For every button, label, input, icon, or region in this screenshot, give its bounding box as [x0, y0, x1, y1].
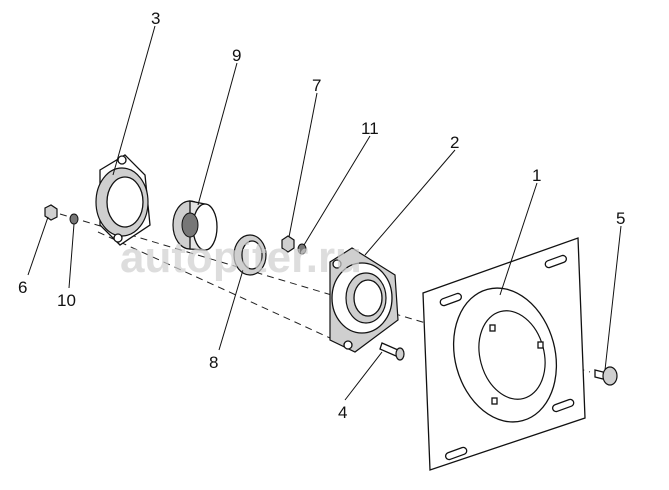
callout-5: 5	[616, 209, 625, 228]
callout-2: 2	[450, 133, 459, 152]
callout-1: 1	[532, 166, 541, 185]
bolt-axis	[97, 231, 331, 339]
callout-10: 10	[57, 291, 76, 310]
part-10-washer	[69, 213, 79, 225]
part-6-nut	[44, 204, 58, 221]
callout-11: 11	[361, 119, 379, 138]
callout-6: 6	[18, 278, 27, 297]
part-1-plate	[422, 237, 586, 471]
callout-4: 4	[338, 403, 347, 422]
part-11-washer	[297, 243, 307, 255]
part-9-bearing	[172, 200, 218, 251]
part-2-housing	[329, 247, 399, 353]
part-5-bolt	[594, 366, 618, 386]
callout-3: 3	[151, 9, 160, 28]
leader-lines	[27, 25, 622, 401]
callout-7: 7	[312, 76, 321, 95]
part-3-flange	[95, 154, 151, 246]
callout-9: 9	[232, 46, 241, 65]
part-8-seal	[233, 234, 267, 276]
callout-8: 8	[209, 353, 218, 372]
part-7-nut	[281, 235, 295, 253]
part-4-bolt	[379, 342, 405, 361]
